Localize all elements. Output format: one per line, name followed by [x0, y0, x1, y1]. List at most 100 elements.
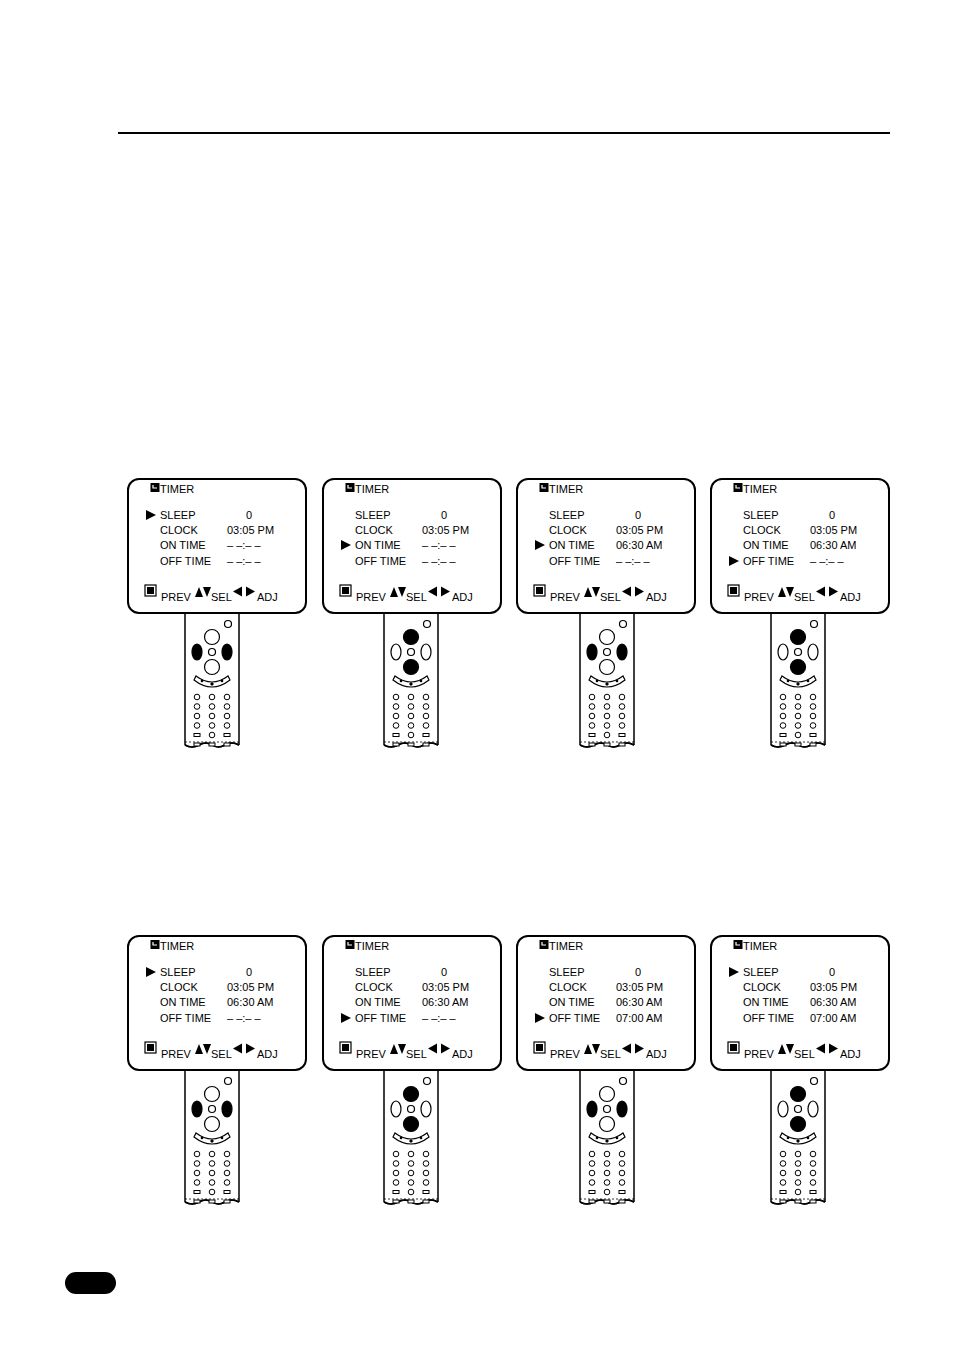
footer-key: ADJ — [257, 1048, 278, 1061]
timer-icon — [539, 939, 549, 950]
menu-screen: TIMERSLEEP0CLOCK03:05 PMON TIME06:30 AMO… — [127, 935, 307, 1071]
footer-key: ADJ — [840, 591, 861, 604]
select-arrows-icon — [390, 586, 406, 597]
menu-item: ON TIME — [743, 539, 789, 552]
menu-item: ON TIME — [160, 539, 206, 552]
selection-pointer — [146, 966, 156, 978]
footer-key: PREV — [161, 1048, 191, 1061]
timer-icon — [150, 482, 160, 493]
remote-control — [384, 1069, 438, 1204]
timer-icon — [345, 939, 355, 950]
menu-item: CLOCK — [743, 524, 781, 537]
menu-item: CLOCK — [355, 524, 393, 537]
remote-control — [185, 612, 239, 747]
menu-title: TIMER — [549, 940, 583, 953]
footer-key: ADJ — [452, 1048, 473, 1061]
menu-value: 06:30 AM — [227, 996, 273, 1009]
menu-value: 06:30 AM — [616, 539, 662, 552]
timer-icon — [733, 939, 743, 950]
select-arrows-icon — [195, 1043, 211, 1054]
menu-value: 06:30 AM — [616, 996, 662, 1009]
prev-button-icon — [144, 584, 157, 597]
page-number-tab — [65, 1272, 116, 1294]
prev-button-icon — [727, 1041, 740, 1054]
menu-value: 06:30 AM — [810, 996, 856, 1009]
menu-value: – –:– – — [227, 539, 261, 552]
prev-button-icon — [144, 1041, 157, 1054]
menu-value: 07:00 AM — [810, 1012, 856, 1025]
footer-key: ADJ — [452, 591, 473, 604]
menu-title: TIMER — [743, 940, 777, 953]
selection-pointer — [341, 539, 351, 551]
menu-item: ON TIME — [743, 996, 789, 1009]
timer-icon — [150, 939, 160, 950]
adjust-arrows-icon — [816, 1043, 838, 1054]
menu-value: – –:– – — [616, 555, 650, 568]
selection-pointer — [729, 966, 739, 978]
footer-key: SEL — [406, 1048, 427, 1061]
prev-button-icon — [339, 584, 352, 597]
menu-title: TIMER — [355, 483, 389, 496]
menu-item: SLEEP — [160, 966, 195, 979]
selection-pointer — [535, 539, 545, 551]
footer-key: PREV — [356, 1048, 386, 1061]
menu-item: SLEEP — [743, 966, 778, 979]
menu-item: OFF TIME — [549, 555, 600, 568]
menu-item: OFF TIME — [160, 555, 211, 568]
menu-item: CLOCK — [160, 981, 198, 994]
footer-key: ADJ — [646, 591, 667, 604]
menu-item: CLOCK — [549, 981, 587, 994]
menu-item: ON TIME — [355, 539, 401, 552]
adjust-arrows-icon — [233, 1043, 255, 1054]
menu-value: 0 — [829, 509, 835, 522]
menu-value: – –:– – — [810, 555, 844, 568]
menu-value: 0 — [441, 509, 447, 522]
menu-value: 03:05 PM — [227, 981, 274, 994]
menu-value: – –:– – — [227, 555, 261, 568]
adjust-arrows-icon — [622, 586, 644, 597]
selection-pointer — [535, 1012, 545, 1024]
footer-key: PREV — [550, 1048, 580, 1061]
menu-item: SLEEP — [355, 966, 390, 979]
selection-pointer — [341, 1012, 351, 1024]
select-arrows-icon — [390, 1043, 406, 1054]
remote-control — [580, 612, 634, 747]
menu-item: SLEEP — [549, 966, 584, 979]
footer-key: ADJ — [840, 1048, 861, 1061]
menu-item: CLOCK — [743, 981, 781, 994]
menu-value: 0 — [829, 966, 835, 979]
footer-key: PREV — [550, 591, 580, 604]
menu-screen: TIMERSLEEP0CLOCK03:05 PMON TIME06:30 AMO… — [516, 935, 696, 1071]
menu-value: – –:– – — [422, 539, 456, 552]
menu-title: TIMER — [160, 940, 194, 953]
remote-control — [580, 1069, 634, 1204]
menu-item: OFF TIME — [355, 1012, 406, 1025]
adjust-arrows-icon — [816, 586, 838, 597]
menu-value: 03:05 PM — [616, 981, 663, 994]
select-arrows-icon — [584, 586, 600, 597]
menu-title: TIMER — [355, 940, 389, 953]
menu-item: OFF TIME — [549, 1012, 600, 1025]
menu-item: ON TIME — [355, 996, 401, 1009]
timer-icon — [345, 482, 355, 493]
footer-key: ADJ — [646, 1048, 667, 1061]
remote-control — [771, 1069, 825, 1204]
select-arrows-icon — [584, 1043, 600, 1054]
footer-key: ADJ — [257, 591, 278, 604]
menu-item: SLEEP — [160, 509, 195, 522]
menu-value: 06:30 AM — [422, 996, 468, 1009]
footer-key: SEL — [211, 1048, 232, 1061]
menu-title: TIMER — [160, 483, 194, 496]
menu-value: 0 — [246, 509, 252, 522]
footer-key: SEL — [600, 591, 621, 604]
menu-value: 03:05 PM — [810, 524, 857, 537]
menu-title: TIMER — [549, 483, 583, 496]
menu-item: CLOCK — [160, 524, 198, 537]
menu-item: OFF TIME — [743, 555, 794, 568]
footer-key: SEL — [794, 1048, 815, 1061]
menu-value: 03:05 PM — [227, 524, 274, 537]
adjust-arrows-icon — [233, 586, 255, 597]
footer-key: PREV — [161, 591, 191, 604]
footer-key: SEL — [406, 591, 427, 604]
footer-key: PREV — [744, 1048, 774, 1061]
